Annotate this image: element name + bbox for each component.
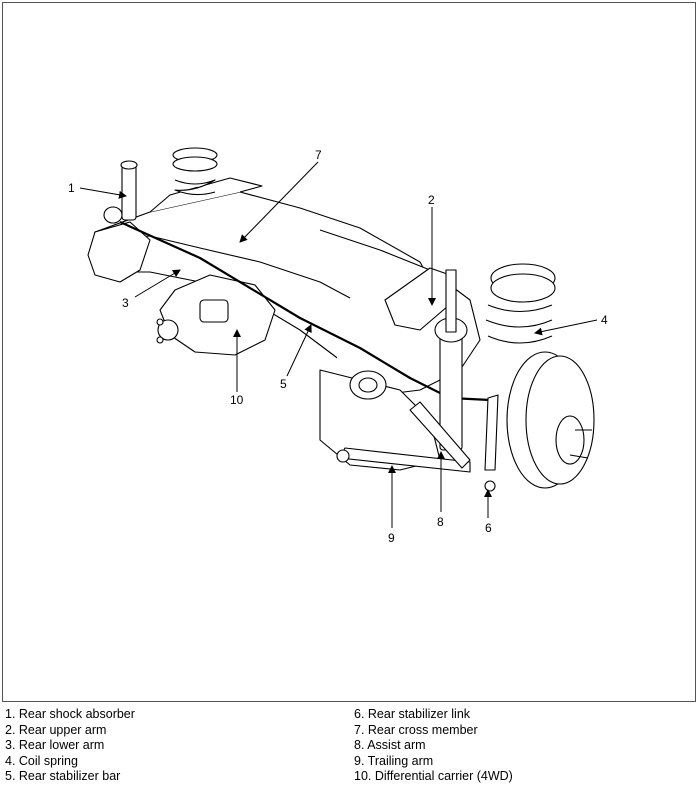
callout-2: 2 [428, 193, 435, 207]
callout-3: 3 [122, 296, 129, 310]
callout-9: 9 [388, 531, 395, 545]
leader-lines [79, 161, 598, 528]
legend-item: 4. Coil spring [5, 753, 78, 768]
callout-5: 5 [280, 377, 287, 391]
legend-item: 2. Rear upper arm [5, 722, 107, 737]
callout-numbers: 1 7 2 3 4 5 10 9 8 6 [68, 148, 608, 545]
lower-arm-bushing-shape [349, 370, 387, 400]
legend-item: 3. Rear lower arm [5, 738, 105, 753]
callout-4: 4 [601, 313, 608, 327]
rear-suspension-drawing: 1 7 2 3 4 5 10 9 8 6 [68, 147, 608, 545]
parts-legend: 1. Rear shock absorber 2. Rear upper arm… [0, 704, 700, 789]
legend-item: 8. Assist arm [354, 738, 426, 753]
left-coil-spring-shape [172, 147, 218, 196]
assist-arm-shape [409, 401, 471, 469]
callout-1: 1 [68, 181, 75, 195]
legend-column-right: 6. Rear stabilizer link 7. Rear cross me… [354, 707, 513, 785]
callout-10: 10 [230, 393, 244, 407]
callout-8: 8 [437, 515, 444, 529]
legend-item: 9. Trailing arm [354, 753, 434, 768]
legend-column-left: 1. Rear shock absorber 2. Rear upper arm… [5, 707, 135, 785]
right-shock-absorber-shape [434, 269, 468, 451]
hub-drum-shape [506, 351, 595, 489]
callout-7: 7 [315, 148, 322, 162]
legend-item: 5. Rear stabilizer bar [5, 769, 121, 784]
left-knuckle-shape [87, 221, 151, 283]
right-coil-spring-shape [485, 263, 556, 344]
stabilizer-link-shape [484, 394, 499, 471]
differential-carrier-shape [156, 274, 276, 356]
legend-item: 1. Rear shock absorber [5, 707, 135, 721]
legend-item: 7. Rear cross member [354, 722, 478, 737]
legend-item: 6. Rear stabilizer link [354, 707, 471, 721]
callout-6: 6 [485, 521, 492, 535]
left-shock-absorber-shape [103, 160, 138, 224]
legend-item: 10. Differential carrier (4WD) [354, 769, 513, 784]
